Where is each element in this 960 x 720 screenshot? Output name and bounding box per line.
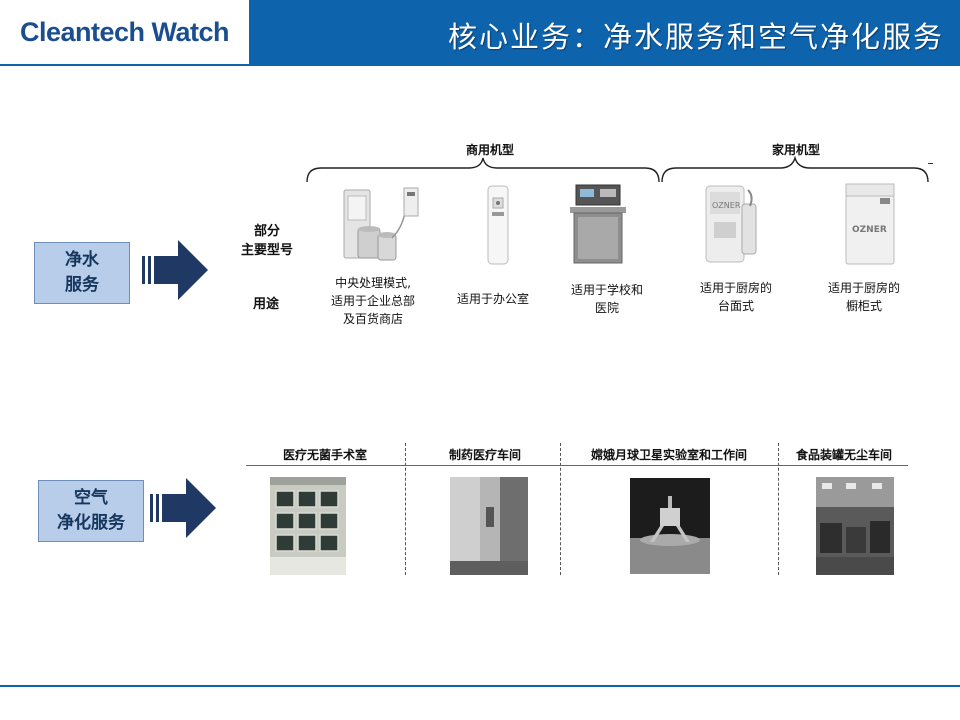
commercial-group-label: 商用机型 <box>465 143 514 157</box>
product-caption-countertop: 适用于厨房的 台面式 <box>699 281 772 313</box>
air-service-line1: 空气 <box>74 488 108 508</box>
page-title: 核心业务：净水服务和空气净化服务 <box>447 20 944 54</box>
usage-label: 用途 <box>252 297 279 312</box>
air-service-line2: 净化服务 <box>57 513 125 533</box>
food-canning-cleanroom-photo <box>816 477 894 575</box>
air-header-rule <box>246 465 908 466</box>
office-dispenser-icon <box>487 185 509 265</box>
home-group-label: 家用机型 <box>771 143 820 157</box>
air-divider-1 <box>405 443 406 575</box>
brand-mark-cabinet: OZNER <box>852 225 887 235</box>
product-caption-central: 中央处理模式, 适用于企业总部 及百货商店 <box>330 276 415 326</box>
air-col-header-food: 食品装罐无尘车间 <box>795 448 892 462</box>
commercial-brace <box>306 157 660 183</box>
models-label: 部分 主要型号 <box>240 224 293 258</box>
countertop-purifier-icon: OZNER <box>705 185 757 263</box>
air-arrow-icon <box>150 478 216 538</box>
cabinet-purifier-icon: OZNER <box>845 183 895 265</box>
water-arrow-icon <box>142 240 208 300</box>
product-caption-cabinet: 适用于厨房的 橱柜式 <box>827 281 900 313</box>
operating-room-photo <box>270 477 346 575</box>
air-col-header-lunar: 嫦娥月球卫星实验室和工作间 <box>590 448 747 462</box>
central-purifier-icon <box>343 187 419 261</box>
product-caption-office: 适用于办公室 <box>456 292 529 306</box>
product-caption-school: 适用于学校和 医院 <box>570 283 643 315</box>
footer-rule <box>0 685 960 687</box>
air-col-header-pharma: 制药医疗车间 <box>448 448 521 462</box>
brand-mark-countertop: OZNER <box>712 201 741 210</box>
logo: Cleantech Watch <box>0 0 252 64</box>
lunar-satellite-lab-photo <box>630 478 710 574</box>
air-divider-2 <box>560 443 561 575</box>
header-bar: Cleantech Watch 核心业务：净水服务和空气净化服务 <box>0 0 960 66</box>
pharma-workshop-photo <box>450 477 528 575</box>
air-divider-3 <box>778 443 779 575</box>
water-service-line1: 净水 <box>65 250 99 270</box>
water-service-box: 净水 服务 <box>34 242 130 304</box>
air-service-box: 空气 净化服务 <box>38 480 144 542</box>
school-purifier-icon <box>570 184 626 264</box>
logo-text: Cleantech Watch <box>19 16 230 47</box>
dash-mark <box>928 163 933 164</box>
home-brace <box>661 156 929 183</box>
air-col-header-operating: 医疗无菌手术室 <box>282 448 367 462</box>
water-service-line2: 服务 <box>65 275 99 295</box>
